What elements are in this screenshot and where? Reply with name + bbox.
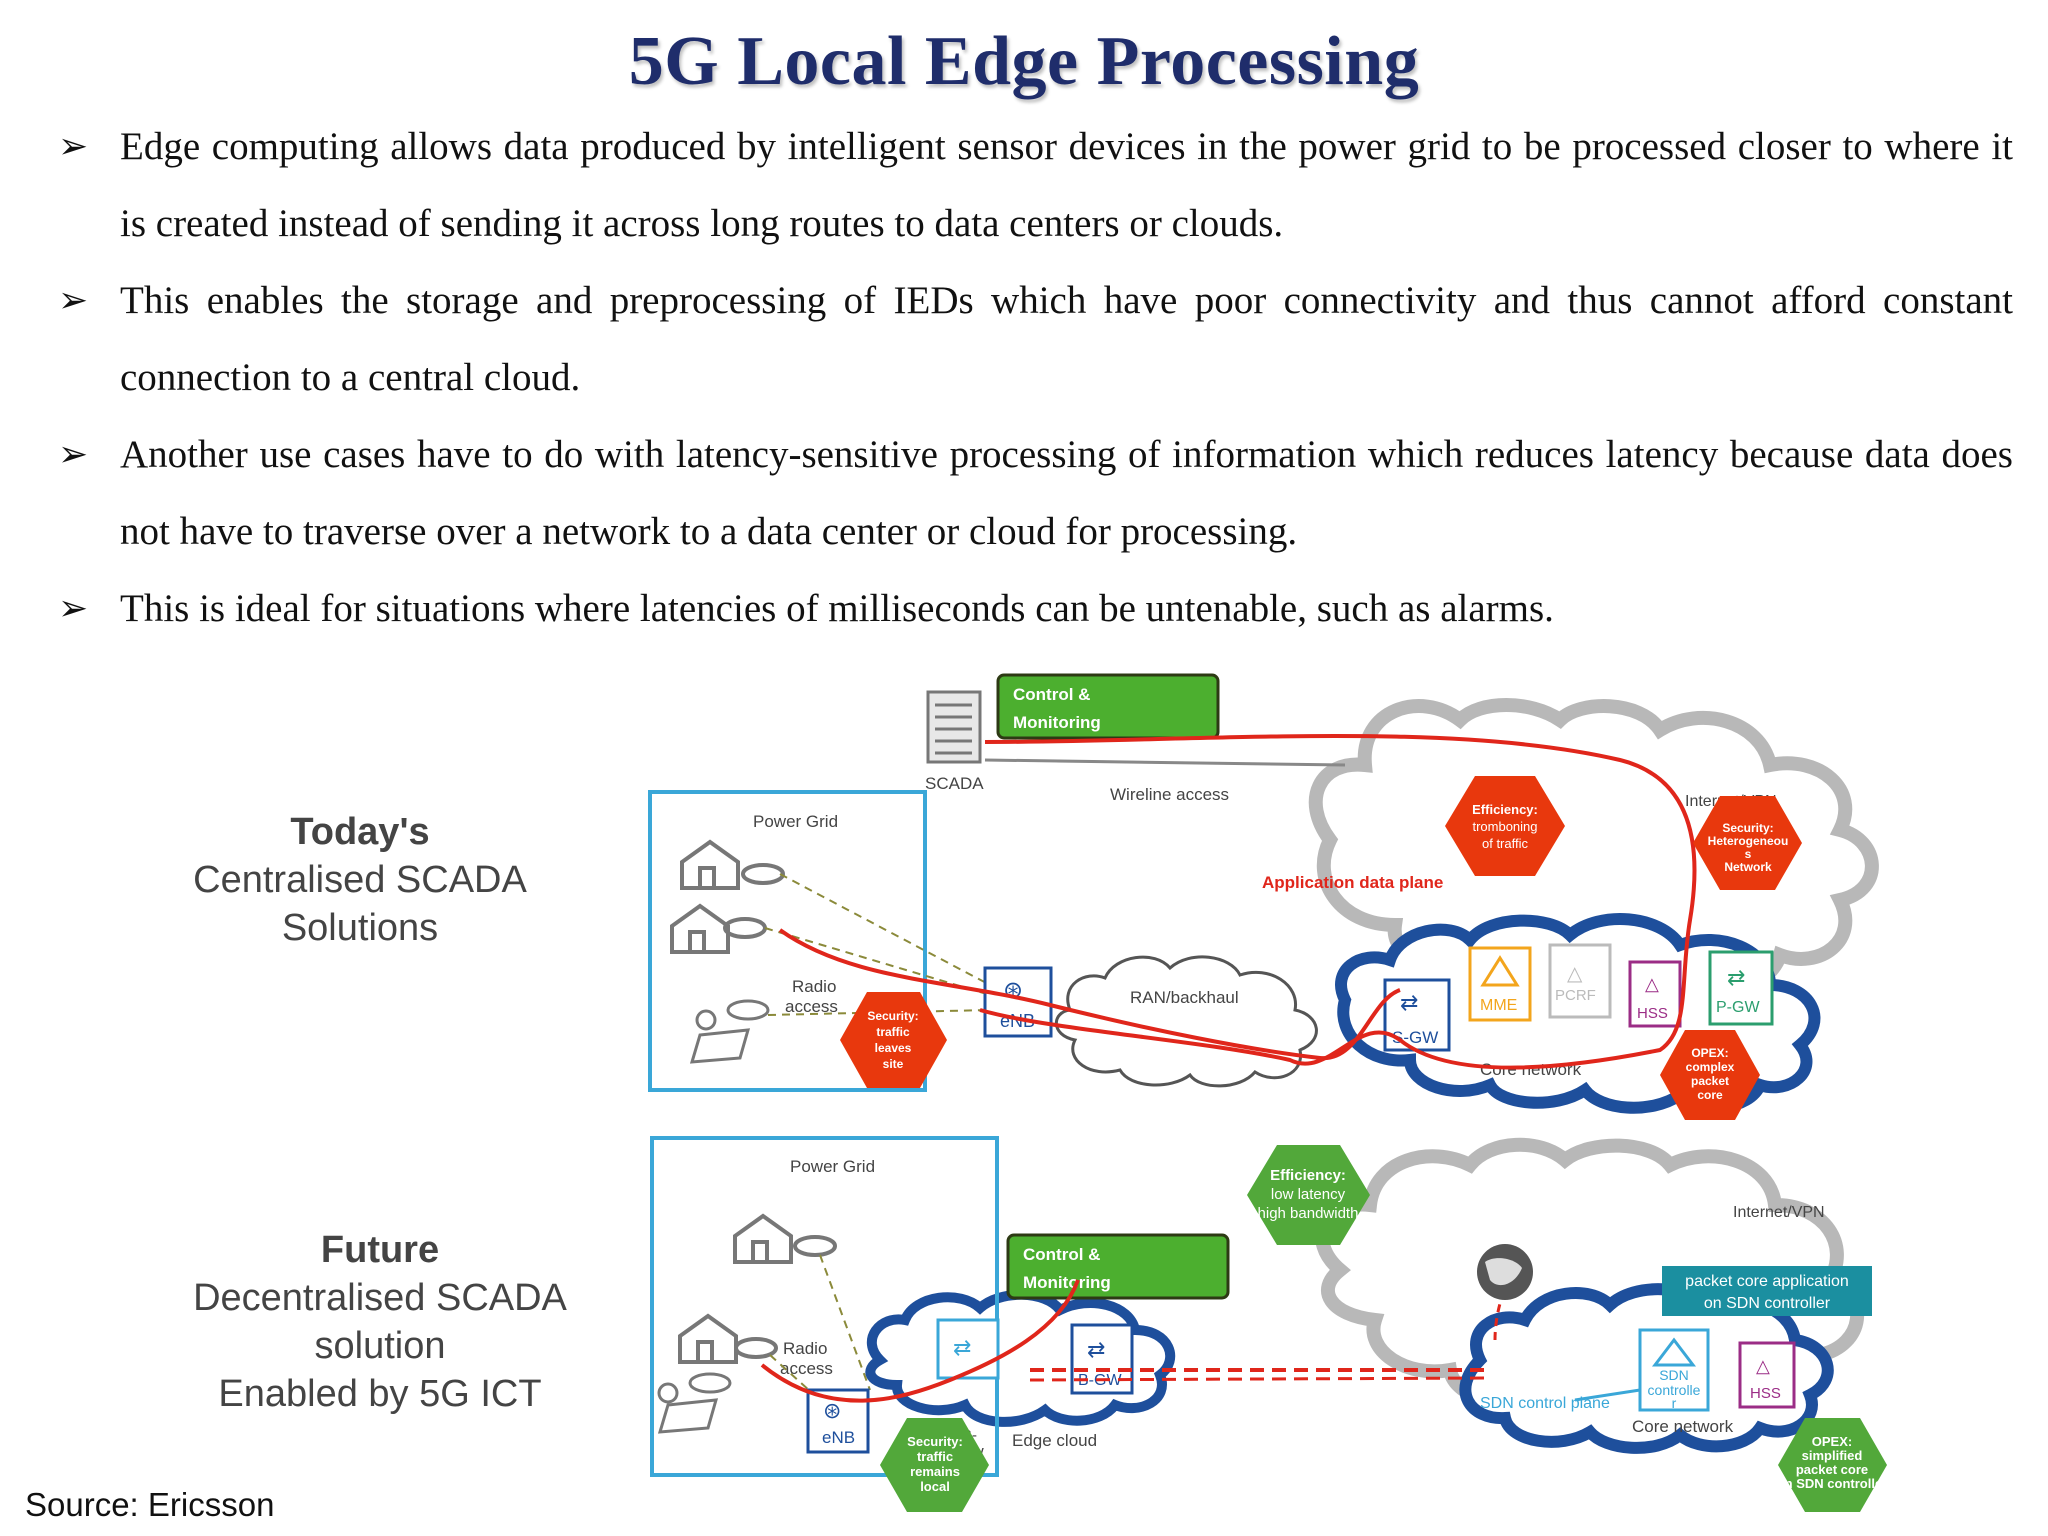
future-line3: solution <box>314 1325 446 1367</box>
power-grid-box-today <box>648 790 927 1092</box>
svg-text:P-GW: P-GW <box>1716 999 1760 1016</box>
mme-node: MME <box>1468 946 1532 1022</box>
arrow-bullet-icon: ➢ <box>58 126 89 166</box>
enb-node-today <box>983 966 1053 1038</box>
svg-text:HSS: HSS <box>1750 1385 1781 1402</box>
globe-icon <box>1477 1244 1533 1300</box>
today-line2: Centralised SCADA <box>193 859 527 901</box>
data-flow-line-future <box>760 1279 1080 1403</box>
bgw-node: ⇄B-GW <box>1070 1323 1134 1395</box>
hss-node-future: △ HSS <box>1738 1341 1796 1409</box>
svg-text:⇄: ⇄ <box>1727 965 1745 990</box>
svg-text:⇄: ⇄ <box>1087 1337 1105 1362</box>
hss-node-today: △ HSS <box>1628 960 1682 1028</box>
edge-gw-node-left: ⇄ <box>936 1318 1000 1380</box>
bullet-item: ➢ Another use cases have to do with laten… <box>58 416 2013 570</box>
scada-label: SCADA <box>925 774 984 793</box>
wireline-label: Wireline access <box>1110 785 1229 804</box>
power-grid-label-today: Power Grid <box>753 812 838 831</box>
svg-text:PCRF: PCRF <box>1555 987 1596 1004</box>
control-monitoring-label-future: Control &Monitoring <box>1023 1245 1111 1292</box>
scada-server-icon <box>926 690 982 764</box>
svg-text:⇄: ⇄ <box>1400 990 1418 1015</box>
internet-dashed-red-2 <box>1029 1376 1491 1382</box>
bullet-text: This is ideal for situations where laten… <box>120 587 1554 630</box>
control-monitoring-label-today: Control &Monitoring <box>1013 685 1101 732</box>
bullet-text: Another use cases have to do with latenc… <box>120 433 2013 553</box>
arrow-bullet-icon: ➢ <box>58 434 89 474</box>
enb-label-future: eNB <box>822 1428 855 1447</box>
data-flow-line-today-2 <box>778 928 1401 1061</box>
enb-antenna-icon: ⊛ <box>823 1398 841 1423</box>
house-icon <box>678 1313 778 1364</box>
pgw-node: ⇄ P-GW <box>1708 950 1774 1026</box>
bullet-item: ➢ This enables the storage and preprocess… <box>58 262 2013 416</box>
future-label: Future Decentralised SCADA solution Enab… <box>160 1226 600 1418</box>
page-title: 5G Local Edge Processing <box>628 23 1420 100</box>
wireline-line <box>984 758 1346 767</box>
bullet-item: ➢ Edge computing allows data produced by … <box>58 108 2013 262</box>
solar-panel-icon <box>689 999 770 1064</box>
edge-cloud-label: Edge cloud <box>1012 1431 1097 1450</box>
ran-backhaul-cloud <box>1054 955 1318 1088</box>
svg-text:⇄: ⇄ <box>953 1335 971 1360</box>
arrow-bullet-icon: ➢ <box>58 280 89 320</box>
future-heading: Future <box>320 1229 440 1271</box>
bullet-text: Edge computing allows data produced by i… <box>120 125 2013 245</box>
power-grid-box-future <box>650 1136 999 1477</box>
bullet-item: ➢ This is ideal for situations where late… <box>58 570 2013 647</box>
power-grid-label-future: Power Grid <box>790 1157 875 1176</box>
app-plane-label: Application data plane <box>1262 873 1443 892</box>
radio-link-lines-future <box>769 1254 871 1401</box>
source-caption: Source: Ericsson <box>25 1486 275 1523</box>
future-line2: Decentralised SCADA <box>193 1277 567 1319</box>
future-line4: Enabled by 5G ICT <box>218 1373 542 1415</box>
today-label: Today's Centralised SCADA Solutions <box>160 808 560 952</box>
control-monitoring-box-future <box>1006 1233 1230 1300</box>
today-line3: Solutions <box>281 907 439 949</box>
pcrf-node: △ PCRF <box>1548 943 1612 1019</box>
svg-text:△: △ <box>1567 963 1583 985</box>
bullet-text: This enables the storage and preprocessi… <box>120 279 2013 399</box>
sdn-plane-line <box>1574 1388 1641 1402</box>
house-icon <box>670 903 767 954</box>
svg-text:MME: MME <box>1480 997 1517 1014</box>
radio-link-lines <box>764 873 991 1016</box>
svg-text:△: △ <box>1645 974 1659 994</box>
control-monitoring-box-today <box>996 673 1220 740</box>
arrow-bullet-icon: ➢ <box>58 588 89 628</box>
core-label-future: Core network <box>1632 1417 1734 1436</box>
ran-label: RAN/backhaul <box>1130 988 1239 1007</box>
today-heading: Today's <box>290 811 430 853</box>
house-icon <box>733 1213 837 1264</box>
svg-text:HSS: HSS <box>1637 1005 1668 1022</box>
packet-core-box <box>1662 1266 1872 1316</box>
svg-text:△: △ <box>1756 1356 1770 1376</box>
house-icon <box>680 839 785 890</box>
internet-label-future: Internet/VPN <box>1733 1204 1825 1221</box>
solar-panel-icon <box>657 1372 732 1434</box>
data-flow-line-today <box>979 733 1697 1070</box>
bullet-list: ➢ Edge computing allows data produced by … <box>58 108 2013 647</box>
